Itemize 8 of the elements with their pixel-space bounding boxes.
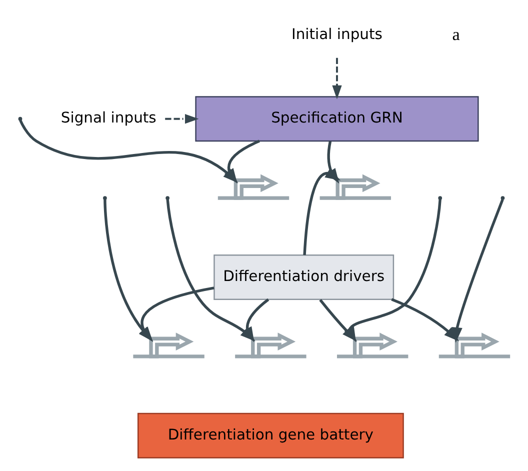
label: a (452, 24, 460, 44)
node-box: Differentiation drivers (213, 254, 394, 300)
node-text: Initial inputs (291, 26, 382, 44)
node-box: Specification GRN (194, 96, 478, 142)
arrow (164, 114, 198, 124)
node-text: Signal inputs (60, 110, 156, 127)
arrow (332, 58, 342, 100)
node-box: Differentiation gene battery (136, 412, 404, 458)
